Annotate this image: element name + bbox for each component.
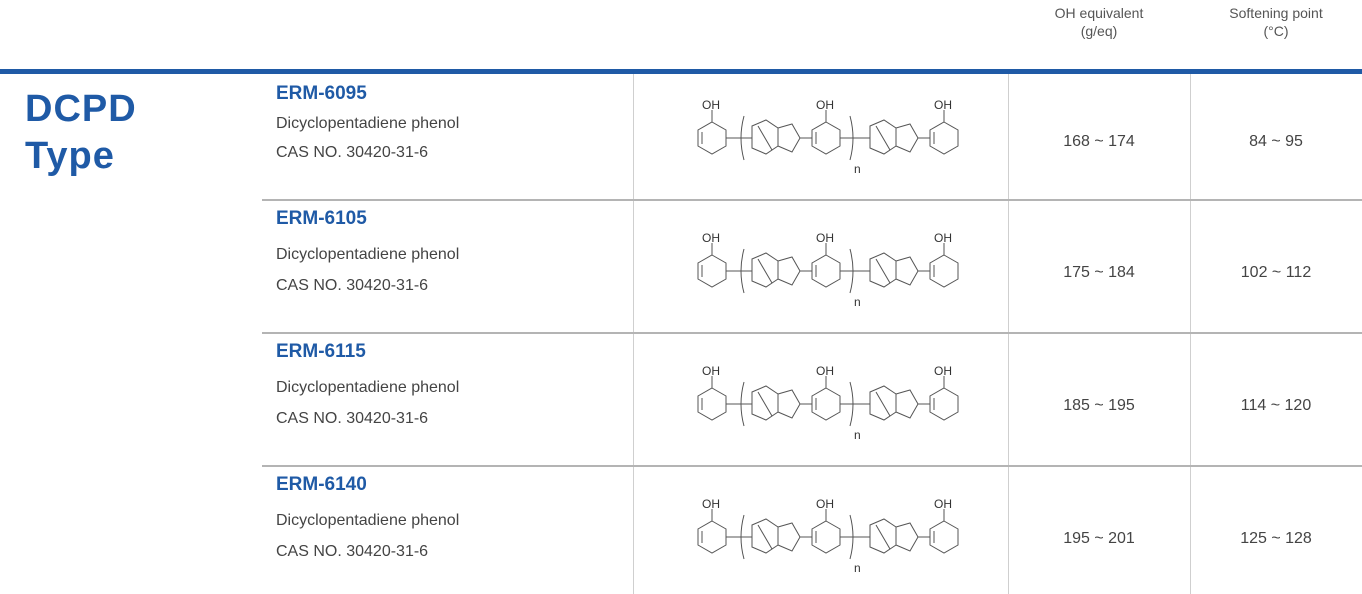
product-description: Dicyclopentadiene phenol <box>276 379 460 396</box>
softening-point-value: 102 ~ 112 <box>1240 264 1312 281</box>
product-cas: CAS NO. 30420-31-6 <box>276 410 429 427</box>
row-separator <box>262 199 1362 201</box>
oh-label: OH <box>816 364 834 378</box>
column-divider-sp <box>1190 74 1191 594</box>
softening-point-value: 84 ~ 95 <box>1249 133 1303 150</box>
column-divider-structure <box>633 74 634 594</box>
product-cas: CAS NO. 30420-31-6 <box>276 144 429 161</box>
row-separator <box>262 465 1362 467</box>
oh-label: OH <box>816 497 834 511</box>
oh-label: OH <box>934 497 952 511</box>
oh-label: OH <box>934 231 952 245</box>
product-name: ERM-6140 <box>276 474 367 495</box>
softening-point-value: 125 ~ 128 <box>1240 530 1312 547</box>
product-cas: CAS NO. 30420-31-6 <box>276 277 429 294</box>
n-label: n <box>854 295 861 309</box>
oh-label: OH <box>702 364 720 378</box>
product-cas: CAS NO. 30420-31-6 <box>276 543 429 560</box>
header-oh-title: OH equivalent <box>1054 5 1144 21</box>
n-label: n <box>854 561 861 575</box>
oh-equivalent-value: 168 ~ 174 <box>1063 133 1135 150</box>
header-softening-point: Softening point (°C) <box>1191 4 1361 40</box>
header-sp-title: Softening point <box>1229 5 1323 21</box>
product-name: ERM-6105 <box>276 208 367 229</box>
category-line1: DCPD <box>25 88 137 130</box>
oh-label: OH <box>816 98 834 112</box>
softening-point-value: 114 ~ 120 <box>1240 397 1312 414</box>
product-description: Dicyclopentadiene phenol <box>276 512 460 529</box>
oh-label: OH <box>934 364 952 378</box>
oh-label: OH <box>702 98 720 112</box>
oh-label: OH <box>702 497 720 511</box>
product-description: Dicyclopentadiene phenol <box>276 115 460 132</box>
header-sp-unit: (°C) <box>1263 23 1289 39</box>
oh-equivalent-value: 185 ~ 195 <box>1063 397 1135 414</box>
product-name: ERM-6095 <box>276 83 367 104</box>
oh-label: OH <box>934 98 952 112</box>
header-rule <box>0 69 1362 74</box>
category-line2: Type <box>25 135 115 177</box>
oh-equivalent-value: 175 ~ 184 <box>1063 264 1135 281</box>
n-label: n <box>854 428 861 442</box>
row-separator <box>262 332 1362 334</box>
oh-label: OH <box>702 231 720 245</box>
n-label: n <box>854 162 861 176</box>
header-oh-unit: (g/eq) <box>1080 23 1118 39</box>
category-title: DCPD Type <box>25 86 137 180</box>
column-divider-oh <box>1008 74 1009 594</box>
product-description: Dicyclopentadiene phenol <box>276 246 460 263</box>
oh-label: OH <box>816 231 834 245</box>
header-oh-equivalent: OH equivalent (g/eq) <box>1009 4 1189 40</box>
oh-equivalent-value: 195 ~ 201 <box>1063 530 1135 547</box>
product-name: ERM-6115 <box>276 341 366 362</box>
